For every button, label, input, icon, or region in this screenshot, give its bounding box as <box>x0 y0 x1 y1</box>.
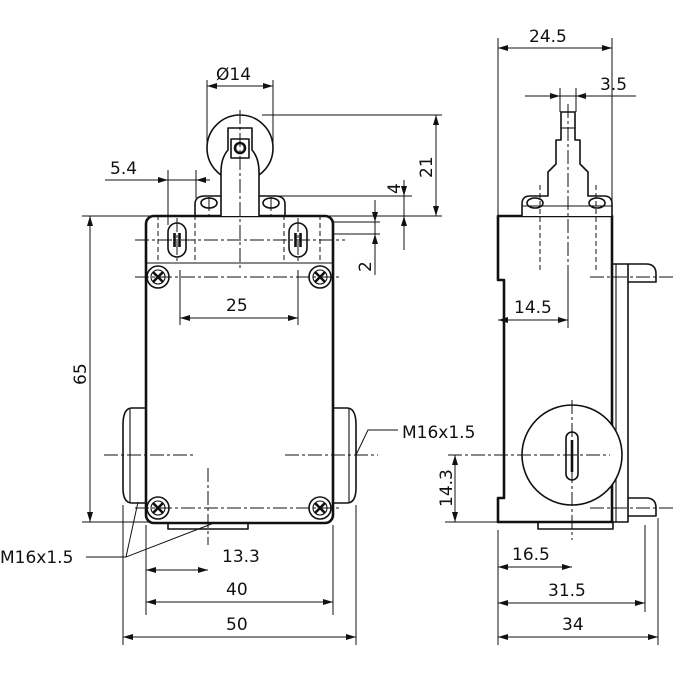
body-depth-label: 31.5 <box>548 581 586 601</box>
gland-left-label: M16x1.5 <box>0 548 73 568</box>
roller-height-label: 21 <box>417 156 437 178</box>
gland-height-label: 14.3 <box>437 469 457 507</box>
front-labels: Ø14 21 5.4 4 2 25 65 M16x1.5 M16x1.5 13.… <box>0 65 475 635</box>
side-dimensions <box>445 38 659 645</box>
roller-lever-head <box>194 110 286 268</box>
hole-spacing-label: 25 <box>226 296 248 316</box>
screw-offset-label: 2 <box>356 261 376 272</box>
side-labels: 24.5 3.5 14.5 14.3 16.5 31.5 34 <box>437 27 627 635</box>
gland-offset-side-label: 16.5 <box>512 545 550 565</box>
front-view: Ø14 21 5.4 4 2 25 65 M16x1.5 M16x1.5 13.… <box>0 65 475 645</box>
roller-diameter-label: Ø14 <box>216 65 251 85</box>
front-center-lines <box>104 215 378 545</box>
overall-depth-label: 34 <box>562 615 584 635</box>
switch-housing <box>144 214 335 525</box>
slot-offset-label: 5.4 <box>110 159 137 179</box>
front-dimensions <box>82 80 442 645</box>
plunger-offset-label: 14.5 <box>514 298 552 318</box>
top-width-label: 24.5 <box>529 27 567 47</box>
overall-width-label: 50 <box>226 615 248 635</box>
side-bottom-foot <box>537 521 614 530</box>
gland-right-label: M16x1.5 <box>402 423 475 443</box>
side-head <box>521 104 613 270</box>
body-height-label: 65 <box>71 363 91 385</box>
slot-height-label: 4 <box>385 183 405 194</box>
gland-offset-label: 13.3 <box>222 547 260 567</box>
rear-mounting-plate <box>611 263 629 523</box>
side-view: 24.5 3.5 14.5 14.3 16.5 31.5 34 <box>437 27 675 645</box>
side-center-lines <box>448 276 675 540</box>
plunger-width-label: 3.5 <box>600 75 627 95</box>
mount-spacing-label: 40 <box>226 580 248 600</box>
